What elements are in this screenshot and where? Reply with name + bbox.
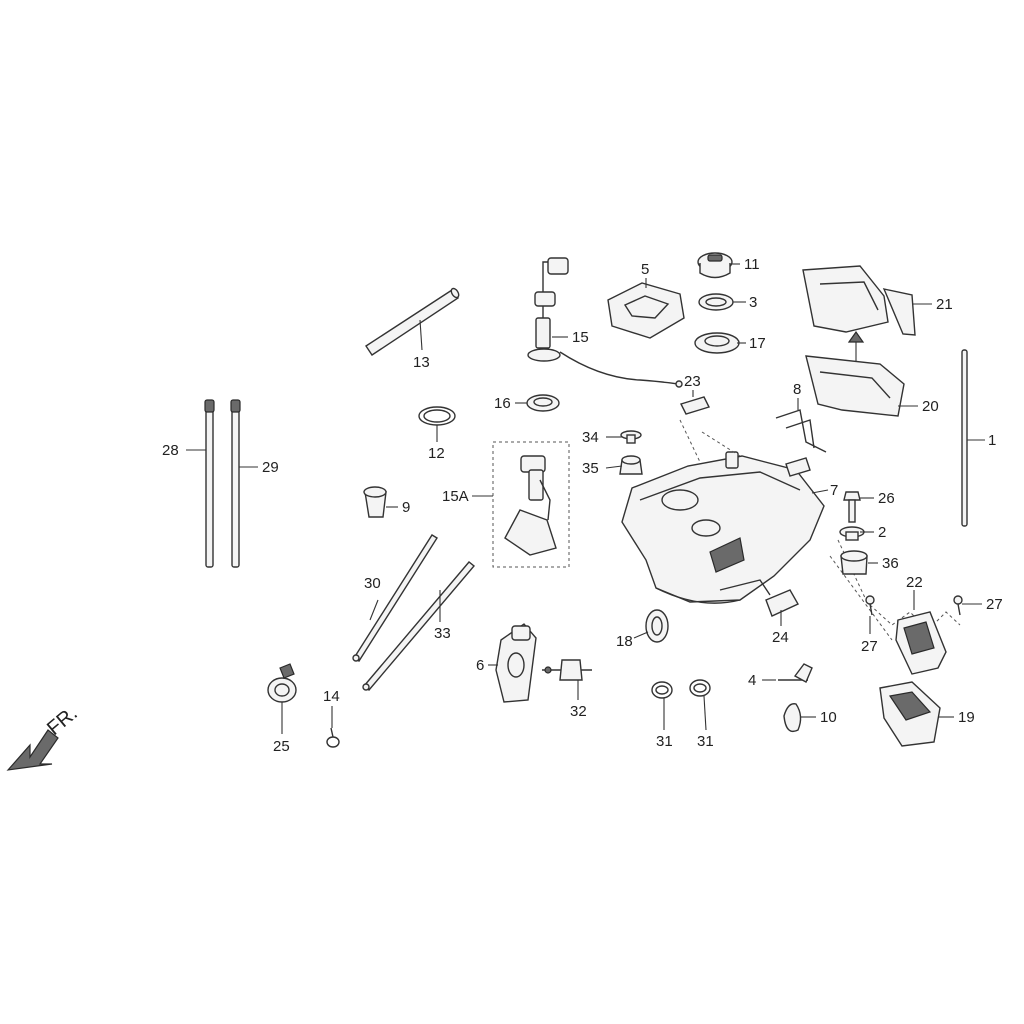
callout-27-right: 27 <box>986 596 1003 613</box>
part-14-clip <box>326 727 340 748</box>
part-27-screw-left <box>865 595 875 616</box>
callout-6: 6 <box>476 657 484 674</box>
part-upper-cover <box>802 265 889 362</box>
part-8-bracket <box>775 409 827 453</box>
callout-31-left: 31 <box>656 733 673 750</box>
leader-lines <box>186 263 985 734</box>
part-36-nut <box>840 550 868 575</box>
part-13-tube <box>365 287 460 356</box>
callout-1: 1 <box>988 432 996 449</box>
part-24-pad <box>765 589 799 617</box>
callout-labels: 1 2 3 4 5 6 7 8 9 10 11 12 13 14 15 15A … <box>43 256 1003 755</box>
callout-9: 9 <box>402 499 410 516</box>
callout-20: 20 <box>922 398 939 415</box>
part-31-clamp-left <box>651 681 673 699</box>
callout-7: 7 <box>830 482 838 499</box>
callout-15: 15 <box>572 329 589 346</box>
callout-5: 5 <box>641 261 649 278</box>
part-34-bolt <box>620 430 642 444</box>
callout-11: 11 <box>744 256 760 273</box>
callout-8: 8 <box>793 381 801 398</box>
part-27-screw-right <box>953 595 963 616</box>
part-12-oring <box>418 406 456 426</box>
callout-31-right: 31 <box>697 733 714 750</box>
callout-25: 25 <box>273 738 290 755</box>
callout-28: 28 <box>162 442 179 459</box>
callout-3: 3 <box>749 294 757 311</box>
callout-4: 4 <box>748 672 756 689</box>
part-19-housing <box>879 681 941 747</box>
callout-16: 16 <box>494 395 511 412</box>
part-17-ring <box>694 332 740 354</box>
callout-24: 24 <box>772 629 789 646</box>
part-31-clamp-right <box>689 679 711 697</box>
part-10-clip <box>783 703 802 733</box>
part-7-fuel-tank <box>621 451 825 604</box>
part-2-washer <box>839 526 865 541</box>
part-5-plate <box>607 282 685 339</box>
part-18-pulley <box>645 609 669 643</box>
part-29-tube <box>230 399 241 568</box>
part-33-rod <box>362 561 475 691</box>
callout-32: 32 <box>570 703 587 720</box>
part-15-sender <box>527 257 683 388</box>
part-25-clamp <box>267 663 297 703</box>
part-20-bracket-plate <box>805 355 905 417</box>
part-1-rod <box>961 349 968 527</box>
callout-29: 29 <box>262 459 279 476</box>
callout-36: 36 <box>882 555 899 572</box>
part-35-nut <box>619 455 643 475</box>
part-16-grommet <box>526 394 560 412</box>
callout-10: 10 <box>820 709 837 726</box>
callout-27-left: 27 <box>861 638 878 655</box>
callout-34: 34 <box>582 429 599 446</box>
callout-13: 13 <box>413 354 430 371</box>
callout-26: 26 <box>878 490 895 507</box>
part-23-pad <box>680 396 710 415</box>
part-26-bolt <box>843 491 861 523</box>
callout-35: 35 <box>582 460 599 477</box>
part-6-mount <box>495 623 537 703</box>
part-28-tube <box>204 399 215 568</box>
callout-22: 22 <box>906 574 923 591</box>
callout-17: 17 <box>749 335 766 352</box>
part-4-bolt <box>778 663 813 683</box>
part-21-cover-piece <box>882 288 916 336</box>
callout-33: 33 <box>434 625 451 642</box>
callout-19: 19 <box>958 709 975 726</box>
part-15a-fuel-pump-box <box>492 441 570 568</box>
part-32-valve <box>542 659 592 681</box>
callout-2: 2 <box>878 524 886 541</box>
part-30-rod <box>352 534 438 662</box>
callout-18: 18 <box>616 633 633 650</box>
front-direction-arrow <box>6 729 59 771</box>
part-3-gasket <box>698 293 734 311</box>
part-11-cap <box>697 252 733 279</box>
callout-30: 30 <box>364 575 381 592</box>
part-9-cup <box>363 486 387 518</box>
callout-21: 21 <box>936 296 953 313</box>
callout-14: 14 <box>323 688 340 705</box>
callout-23: 23 <box>684 373 701 390</box>
part-22-module <box>895 611 947 675</box>
callout-15a: 15A <box>442 488 469 505</box>
callout-12: 12 <box>428 445 445 462</box>
